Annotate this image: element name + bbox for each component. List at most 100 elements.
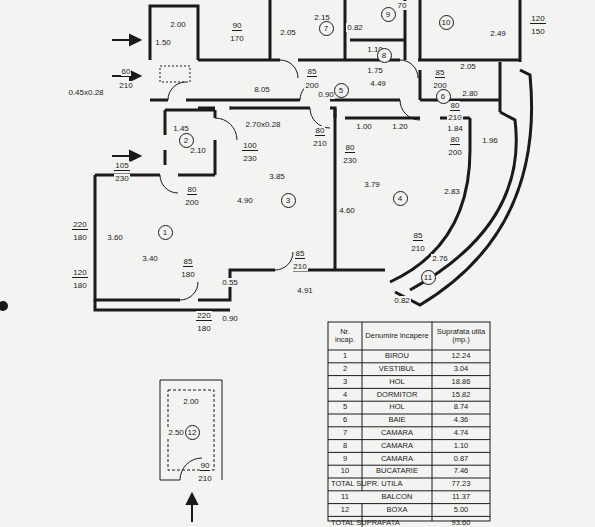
table-cell: BALCON <box>382 493 413 502</box>
table-cell: CAMARA <box>381 429 413 438</box>
dimension-label: 80 <box>450 101 461 111</box>
table-cell: 5.00 <box>454 506 469 515</box>
dimension-label: 1.00 <box>355 122 373 131</box>
table-cell: 10 <box>341 467 349 476</box>
dimension-label: 0.82 <box>393 296 411 305</box>
room-number-text: 5 <box>339 86 343 95</box>
table-cell: HOL <box>389 403 404 412</box>
room-number-text: 8 <box>382 51 386 60</box>
room-number: 3 <box>281 193 296 208</box>
dimension-label: 1.84 <box>446 124 464 133</box>
table-cell: 1 <box>343 352 347 361</box>
dimension-label: 4.90 <box>236 196 254 205</box>
dimension-label: 85 <box>435 68 446 78</box>
table-cell: 18.86 <box>452 378 471 387</box>
dimension-label: 3.85 <box>268 172 286 181</box>
table-cell: 77.23 <box>452 480 471 489</box>
table-cell: 7.46 <box>454 467 469 476</box>
table-cell: 8 <box>343 442 347 451</box>
table-cell: TOTAL SUPR. UTILA <box>331 480 403 489</box>
dimension-label: 1.75 <box>366 66 384 75</box>
room-number-text: 6 <box>441 92 445 101</box>
dimension-label: 210 <box>312 139 327 148</box>
dimension-label: 2.05 <box>279 28 297 37</box>
room-number-text: 1 <box>163 228 167 237</box>
room-number-text: 3 <box>286 196 290 205</box>
dimension-label: 1.96 <box>481 136 499 145</box>
dimension-label: 2.05 <box>459 62 477 71</box>
table-cell: 4.74 <box>454 429 469 438</box>
dimension-label: 3.40 <box>141 254 159 263</box>
dimension-label: 85 <box>295 249 306 259</box>
table-cell: CAMARA <box>381 442 413 451</box>
table-cell: 11.37 <box>452 493 470 502</box>
room-number: 1 <box>158 225 173 240</box>
dimension-label: 85 <box>183 257 194 267</box>
dimension-label: 3.79 <box>363 180 381 189</box>
table-cell: BUCATARIE <box>376 467 418 476</box>
dimension-label: 2.50 <box>167 428 185 437</box>
dimension-label: 2.83 <box>443 187 461 196</box>
room-number: 12 <box>185 425 200 440</box>
table-cell: 3.04 <box>454 365 469 374</box>
dimension-label: 210 <box>447 113 462 122</box>
dimension-label: 2.49 <box>489 29 507 38</box>
dimension-label: 80 <box>345 143 356 153</box>
dimension-label: 2.00 <box>182 397 200 406</box>
dimension-label: 120 <box>72 268 87 278</box>
dimension-label: 2.15 <box>313 13 331 22</box>
room-number-text: 2 <box>184 136 188 145</box>
dimension-label: 230 <box>114 174 129 183</box>
room-number: 2 <box>179 133 194 148</box>
room-number: 4 <box>393 191 408 206</box>
dimension-label: 1.20 <box>391 122 409 131</box>
table-cell: 2 <box>343 365 347 374</box>
table-cell: 5 <box>343 403 347 412</box>
dimension-label: 180 <box>72 281 87 290</box>
dimension-label: 1.50 <box>154 38 172 47</box>
dimension-label: 70 <box>397 1 408 10</box>
table-cell: 4 <box>343 391 347 400</box>
dimension-label: 60 <box>121 67 132 77</box>
dimension-label: 230 <box>342 156 357 165</box>
dimension-label: 210 <box>410 244 425 253</box>
room-number: 9 <box>381 7 396 22</box>
dimension-label: 180 <box>180 270 195 279</box>
dimension-label: 200 <box>432 81 447 90</box>
table-header: Suprafata utila (mp.) <box>434 328 488 345</box>
room-number-text: 9 <box>386 10 390 19</box>
table-cell: 12 <box>341 506 349 515</box>
table-cell: BOXA <box>387 506 408 515</box>
room-number-text: 7 <box>324 24 328 33</box>
table-cell: 9 <box>343 455 347 464</box>
dimension-label: 150 <box>530 27 545 36</box>
dimension-label: 200 <box>184 198 199 207</box>
dimension-label: 80 <box>315 126 326 136</box>
table-cell: DORMITOR <box>377 391 418 400</box>
dimension-label: 3.60 <box>106 233 124 242</box>
table-cell: VESTIBUL <box>379 365 415 374</box>
table-header: Nr. incap. <box>330 328 360 345</box>
room-number: 7 <box>319 21 334 36</box>
dimension-label: 0.45x0.28 <box>67 88 104 97</box>
dimension-label: 210 <box>292 262 307 271</box>
dimension-label: 80 <box>450 135 461 145</box>
dimension-label: 2.76 <box>431 254 449 263</box>
room-number-text: 10 <box>442 18 451 27</box>
dimension-label: 105 <box>114 161 129 171</box>
room-number: 10 <box>439 15 454 30</box>
table-cell: 3 <box>343 378 347 387</box>
dimension-label: 210 <box>197 474 212 483</box>
table-cell: 6 <box>343 416 347 425</box>
dimension-label: 2.70x0.28 <box>244 120 281 129</box>
dimension-label: 85 <box>307 67 318 77</box>
room-number: 6 <box>436 89 451 104</box>
room-number-text: 11 <box>424 273 432 282</box>
table-cell: TOTAL SUPRAFATA <box>331 519 400 527</box>
table-cell: 93.60 <box>452 519 471 527</box>
dimension-label: 210 <box>118 81 133 90</box>
room-number: 11 <box>421 270 436 285</box>
dimension-label: 0.90 <box>221 314 239 323</box>
room-number: 8 <box>377 48 392 63</box>
table-cell: CAMARA <box>381 455 413 464</box>
